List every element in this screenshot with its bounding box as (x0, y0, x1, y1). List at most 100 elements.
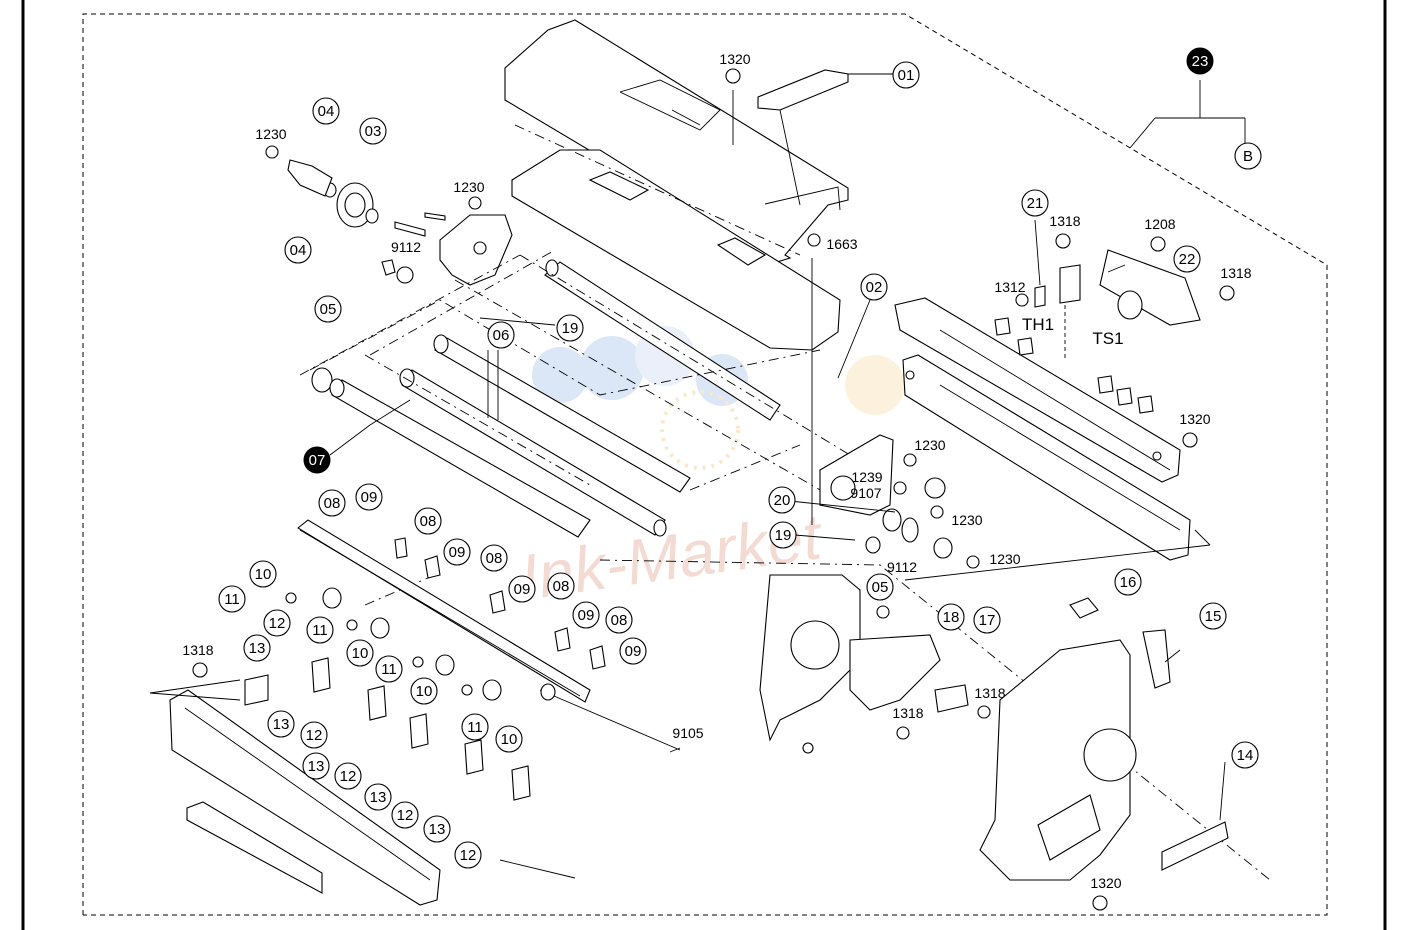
svg-text:19: 19 (775, 527, 792, 544)
svg-text:1208: 1208 (1144, 216, 1175, 232)
callout-09-a: 09 (355, 483, 383, 511)
svg-text:03: 03 (365, 123, 382, 140)
callout-08-c: 08 (480, 544, 508, 572)
svg-text:1318: 1318 (892, 705, 923, 721)
callout-09-b: 09 (443, 538, 471, 566)
callout-12-b: 12 (300, 721, 328, 749)
callout-04-top: 04 (312, 97, 340, 125)
callout-13-d: 13 (364, 783, 392, 811)
svg-text:08: 08 (486, 550, 503, 567)
svg-text:1663: 1663 (826, 236, 857, 252)
svg-text:19: 19 (562, 320, 579, 337)
svg-text:08: 08 (420, 513, 437, 530)
screws-11 (285, 592, 473, 696)
label-ts1: TS1 (1092, 329, 1123, 348)
shaft-holder (287, 159, 333, 197)
callout-09-c: 09 (508, 575, 536, 603)
svg-text:1230: 1230 (989, 551, 1020, 567)
callout-17: 17 (973, 606, 1001, 634)
svg-text:01: 01 (898, 67, 915, 84)
svg-text:04: 04 (290, 242, 307, 259)
svg-text:09: 09 (361, 489, 378, 506)
bracket-clips (994, 317, 1154, 414)
bearing-05 (381, 259, 414, 284)
callout-09-e: 09 (619, 637, 647, 665)
svg-text:13: 13 (308, 758, 325, 775)
svg-text:11: 11 (312, 622, 328, 639)
svg-text:15: 15 (1205, 608, 1222, 625)
svg-text:12: 12 (306, 727, 323, 744)
svg-text:23: 23 (1192, 53, 1209, 70)
small-shaft (394, 212, 446, 237)
callout-19-a: 19 (556, 314, 584, 342)
callout-11-b: 11 (306, 616, 334, 644)
callout-06: 06 (487, 321, 515, 349)
svg-text:10: 10 (416, 683, 433, 700)
watermark-logo (532, 326, 905, 470)
svg-text:12: 12 (340, 768, 357, 785)
svg-text:16: 16 (1120, 574, 1137, 591)
lower-side-frame (759, 574, 969, 742)
svg-text:1318: 1318 (182, 642, 213, 658)
bushing-04 (323, 182, 379, 224)
svg-text:12: 12 (460, 847, 477, 864)
svg-text:1230: 1230 (255, 126, 286, 142)
svg-text:14: 14 (1237, 747, 1254, 764)
pinch-rollers-10 (322, 587, 556, 701)
svg-text:12: 12 (397, 807, 414, 824)
svg-text:1230: 1230 (453, 179, 484, 195)
paper-guide-rail (297, 519, 591, 703)
roller-07 (311, 367, 591, 538)
callout-16: 16 (1114, 568, 1142, 596)
svg-text:13: 13 (273, 716, 290, 733)
svg-text:11: 11 (467, 719, 483, 736)
callout-11-a: 11 (218, 585, 246, 613)
lower-guide-plate (169, 689, 441, 906)
callout-09-d: 09 (572, 601, 600, 629)
svg-text:05: 05 (872, 579, 889, 596)
svg-text:1230: 1230 (951, 512, 982, 528)
svg-text:06: 06 (493, 327, 510, 344)
callout-13-a: 13 (243, 634, 271, 662)
part-number-labels: 1320 1230 1230 9112 1663 1318 1208 1312 … (182, 51, 1251, 891)
guide-fingers-08-09 (394, 537, 606, 670)
callout-08-e: 08 (605, 606, 633, 634)
svg-text:09: 09 (449, 544, 466, 561)
svg-text:13: 13 (370, 789, 387, 806)
svg-text:9105: 9105 (672, 725, 703, 741)
sheet-14 (1161, 821, 1229, 871)
svg-text:08: 08 (611, 612, 628, 629)
svg-text:9112: 9112 (391, 239, 421, 255)
screws (192, 68, 1235, 911)
callout-22: 22 (1173, 245, 1201, 273)
svg-text:09: 09 (514, 581, 531, 598)
callout-11-d: 11 (461, 713, 489, 741)
svg-text:17: 17 (979, 612, 996, 629)
assembly-boundary (82, 13, 1328, 916)
middle-plate (511, 124, 841, 351)
main-housing (979, 639, 1137, 881)
callout-b: B (1234, 142, 1262, 170)
center-gear-bracket (819, 434, 953, 559)
svg-text:10: 10 (255, 566, 272, 583)
roller-06-lower (399, 368, 667, 537)
callout-23: 23 (1186, 47, 1214, 75)
callout-12-e: 12 (454, 841, 482, 869)
spring-clips-12-13 (244, 657, 531, 801)
svg-text:9107: 9107 (850, 485, 881, 501)
callout-01: 01 (892, 61, 920, 89)
callout-08-d: 08 (547, 572, 575, 600)
callout-13-b: 13 (267, 710, 295, 738)
callout-10-d: 10 (495, 725, 523, 753)
callout-12-c: 12 (334, 762, 362, 790)
callout-13-e: 13 (423, 815, 451, 843)
callout-10-b: 10 (346, 639, 374, 667)
pad-15 (1142, 629, 1171, 689)
svg-text:09: 09 (578, 607, 595, 624)
svg-text:9112: 9112 (887, 559, 917, 575)
callout-20: 20 (768, 486, 796, 514)
svg-text:10: 10 (501, 731, 518, 748)
sensor-bracket (1034, 249, 1201, 326)
svg-text:11: 11 (224, 591, 240, 608)
callout-07: 07 (303, 446, 331, 474)
